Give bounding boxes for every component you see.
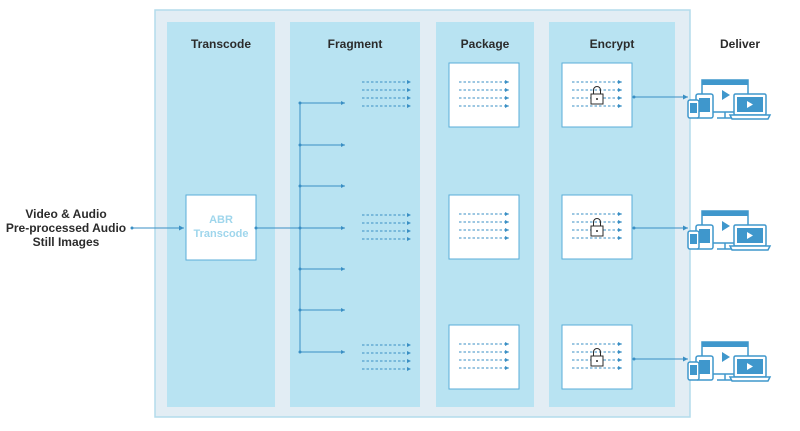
monitor-header: [702, 342, 748, 347]
fragment-branch-node-2: [298, 184, 302, 188]
laptop-play-icon: [747, 363, 753, 370]
lock-shackle: [593, 348, 601, 356]
play-icon: [722, 90, 730, 100]
lock-shackle: [593, 86, 601, 94]
package-box-1: [448, 194, 520, 260]
deliver-arrow-start-0: [632, 95, 636, 99]
fragment-dash-groups: [362, 80, 411, 371]
input-arrow-start: [130, 226, 134, 230]
abr-transcode-box: [185, 194, 257, 261]
deliver-arrow-start-1: [632, 226, 636, 230]
input-line-preprocessed-audio: Pre-processed Audio: [5, 221, 127, 235]
fragment-branch-node-6: [298, 350, 302, 354]
input-source-label: Video & Audio Pre-processed Audio Still …: [0, 207, 132, 249]
monitor-header: [702, 80, 748, 85]
multi-device-icon: [687, 341, 772, 382]
fragment-branches: [298, 101, 345, 354]
monitor-header: [702, 211, 748, 216]
phone-screen: [690, 103, 697, 113]
lock-icon: [590, 86, 604, 105]
package-boxes: [448, 62, 520, 390]
lock-icon: [590, 348, 604, 367]
encrypt-boxes: [561, 62, 633, 390]
stage-label-package: Package: [460, 37, 510, 51]
input-line-still-images: Still Images: [32, 235, 100, 249]
stage-label-deliver: Deliver: [719, 37, 761, 51]
laptop-base: [728, 245, 772, 251]
lock-keyhole: [596, 230, 598, 232]
phone-screen: [690, 365, 697, 375]
laptop-base: [728, 114, 772, 120]
fragment-branch-node-4: [298, 267, 302, 271]
fragment-branch-node-3: [298, 226, 302, 230]
abr-transcode-label: ABR Transcode: [186, 213, 256, 241]
input-line-video-audio: Video & Audio: [25, 207, 107, 221]
fragment-branch-node-0: [298, 101, 302, 105]
multi-device-icon: [687, 79, 772, 120]
abr-out-node: [254, 226, 258, 230]
device-icons: [687, 79, 772, 382]
tablet-screen: [699, 360, 710, 374]
lock-keyhole: [596, 98, 598, 100]
laptop-base: [728, 376, 772, 382]
lock-shackle: [593, 218, 601, 226]
lock-keyhole: [596, 360, 598, 362]
lock-icon: [590, 218, 604, 237]
laptop-play-icon: [747, 232, 753, 239]
deliver-arrow-start-2: [632, 357, 636, 361]
package-box-2: [448, 324, 520, 390]
tablet-screen: [699, 98, 710, 112]
stage-label-encrypt: Encrypt: [589, 37, 635, 51]
tablet-screen: [699, 229, 710, 243]
phone-screen: [690, 234, 697, 244]
deliver-arrows: [632, 94, 688, 362]
fragment-branch-node-1: [298, 143, 302, 147]
play-icon: [722, 352, 730, 362]
fragment-branch-node-5: [298, 308, 302, 312]
stage-label-fragment: Fragment: [327, 37, 383, 51]
laptop-play-icon: [747, 101, 753, 108]
abr-line-2: Transcode: [193, 228, 249, 240]
stage-label-transcode: Transcode: [190, 37, 252, 51]
play-icon: [722, 221, 730, 231]
abr-line-1: ABR: [209, 214, 233, 226]
package-box-0: [448, 62, 520, 128]
multi-device-icon: [687, 210, 772, 251]
